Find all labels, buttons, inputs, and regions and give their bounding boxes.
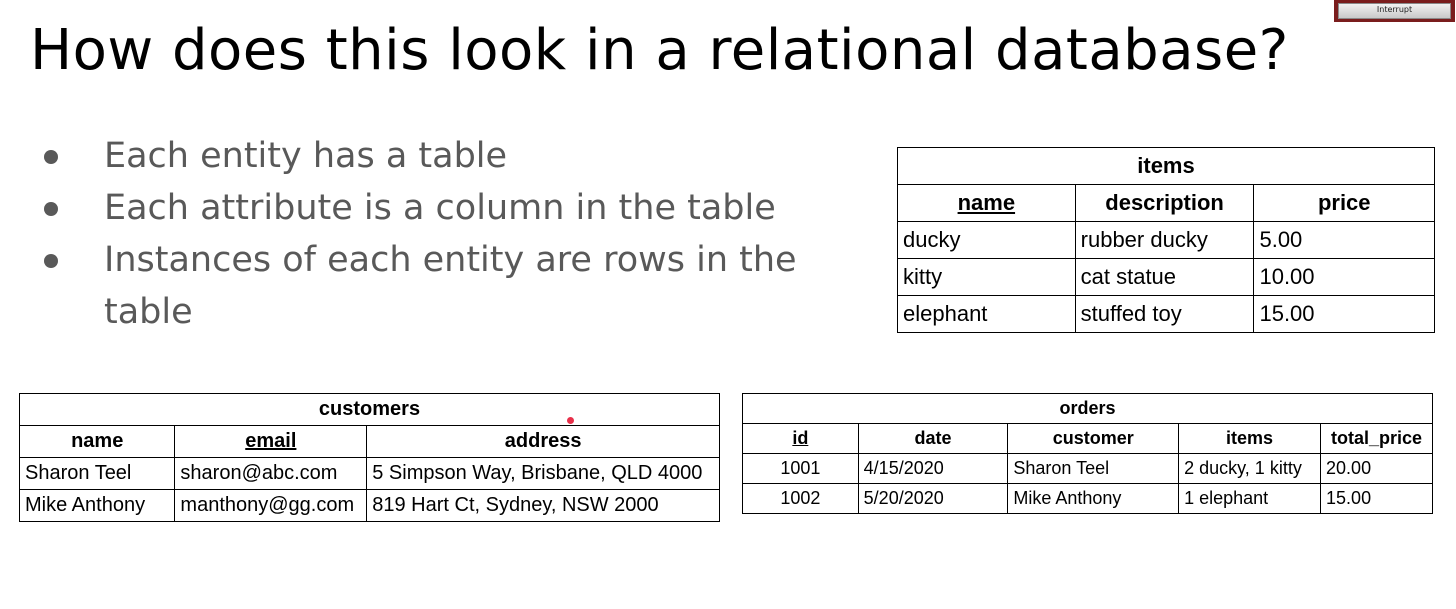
table-cell: 5/20/2020	[857, 483, 1009, 514]
table-cell: 20.00	[1320, 453, 1433, 484]
bullet-dot-icon	[44, 202, 58, 216]
table-cell: 2 ducky, 1 kitty	[1178, 453, 1322, 484]
table-cell: 5.00	[1253, 221, 1435, 259]
column-header-customer: customer	[1007, 423, 1180, 454]
table-cell: 1001	[742, 453, 859, 484]
table-cell: 15.00	[1253, 295, 1435, 333]
table-cell: Mike Anthony	[1007, 483, 1180, 514]
table-cell: stuffed toy	[1074, 295, 1255, 333]
slide-title: How does this look in a relational datab…	[30, 18, 1289, 83]
table-row: 1001 4/15/2020 Sharon Teel 2 ducky, 1 ki…	[742, 453, 1433, 484]
column-header-name: name	[18, 425, 176, 458]
table-caption: orders	[742, 393, 1433, 424]
bullet-list: Each entity has a table Each attribute i…	[44, 130, 844, 338]
column-header-items: items	[1178, 423, 1322, 454]
column-header-email: email	[174, 425, 368, 458]
table-cell: Sharon Teel	[1007, 453, 1180, 484]
interrupt-button-label: Interrupt	[1338, 3, 1451, 19]
items-table: items name description price ducky rubbe…	[897, 147, 1435, 333]
table-cell: 15.00	[1320, 483, 1433, 514]
column-header-date: date	[857, 423, 1009, 454]
bullet-item: Instances of each entity are rows in the…	[44, 234, 844, 338]
table-cell: 5 Simpson Way, Brisbane, QLD 4000	[366, 457, 720, 490]
column-header-price: price	[1253, 184, 1435, 222]
table-cell: cat statue	[1074, 258, 1255, 296]
table-row: ducky rubber ducky 5.00	[897, 221, 1435, 259]
table-row: kitty cat statue 10.00	[897, 258, 1435, 296]
table-caption: items	[897, 147, 1435, 185]
customers-table: customers name email address Sharon Teel…	[18, 393, 720, 522]
table-cell: Mike Anthony	[18, 489, 176, 522]
table-row: Mike Anthony manthony@gg.com 819 Hart Ct…	[18, 489, 720, 522]
table-cell: Sharon Teel	[18, 457, 176, 490]
bullet-dot-icon	[44, 254, 58, 268]
column-header-address: address	[366, 425, 720, 458]
table-cell: sharon@abc.com	[174, 457, 368, 490]
table-row: Sharon Teel sharon@abc.com 5 Simpson Way…	[18, 457, 720, 490]
bullet-dot-icon	[44, 150, 58, 164]
column-header-id: id	[742, 423, 859, 454]
bullet-item: Each entity has a table	[44, 130, 844, 182]
table-cell: 10.00	[1253, 258, 1435, 296]
column-header-total-price: total_price	[1320, 423, 1433, 454]
column-header-description: description	[1074, 184, 1255, 222]
orders-table: orders id date customer items total_pric…	[742, 393, 1433, 514]
table-cell: ducky	[897, 221, 1076, 259]
table-cell: 819 Hart Ct, Sydney, NSW 2000	[366, 489, 720, 522]
table-cell: rubber ducky	[1074, 221, 1255, 259]
interrupt-button[interactable]: Interrupt	[1334, 0, 1455, 22]
table-cell: 4/15/2020	[857, 453, 1009, 484]
table-row: 1002 5/20/2020 Mike Anthony 1 elephant 1…	[742, 483, 1433, 514]
table-cell: manthony@gg.com	[174, 489, 368, 522]
table-cell: elephant	[897, 295, 1076, 333]
table-row: elephant stuffed toy 15.00	[897, 295, 1435, 333]
table-cell: 1002	[742, 483, 859, 514]
table-cell: 1 elephant	[1178, 483, 1322, 514]
column-header-name: name	[897, 184, 1076, 222]
table-cell: kitty	[897, 258, 1076, 296]
bullet-item: Each attribute is a column in the table	[44, 182, 844, 234]
table-caption: customers	[19, 393, 720, 426]
laser-pointer-dot	[567, 417, 574, 424]
